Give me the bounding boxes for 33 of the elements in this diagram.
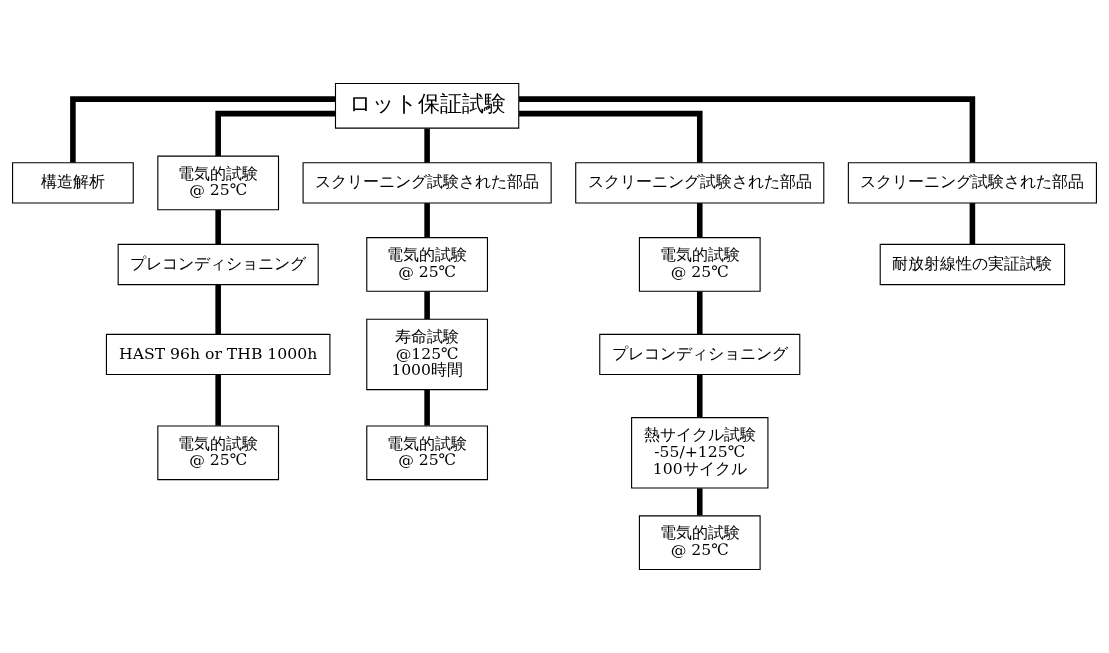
node-box: 熱サイクル試験 -55/+125℃ 100サイクル xyxy=(631,417,769,489)
node-box: 電気的試験 @ 25℃ xyxy=(638,515,761,571)
connector xyxy=(519,110,703,163)
connector xyxy=(424,128,430,163)
connector xyxy=(70,96,336,163)
node-box: スクリーニング試験された部品 xyxy=(847,162,1097,204)
connector xyxy=(424,203,430,238)
node-box: 電気的試験 @ 25℃ xyxy=(638,237,761,292)
node-box: 耐放射線性の実証試験 xyxy=(879,243,1066,286)
node-box: 電気的試験 @ 25℃ xyxy=(366,425,488,481)
node-box: スクリーニング試験された部品 xyxy=(302,162,552,204)
connector xyxy=(969,203,976,245)
node-box: プレコンディショニング xyxy=(117,243,319,286)
connector xyxy=(696,374,703,418)
node-box: 電気的試験 @ 25℃ xyxy=(157,425,280,481)
node-box: 電気的試験 @ 25℃ xyxy=(366,237,488,292)
node-box: HAST 96h or THB 1000h xyxy=(105,333,331,376)
node-box: 寿命試験 @125℃ 1000時間 xyxy=(366,318,488,391)
node-box: 構造解析 xyxy=(12,162,134,204)
connector xyxy=(424,389,430,426)
node-box: ロット保証試験 xyxy=(334,82,520,129)
connector xyxy=(215,284,221,335)
connector xyxy=(215,110,336,156)
node-box: 電気的試験 @ 25℃ xyxy=(157,155,280,211)
connector xyxy=(519,96,976,163)
connector xyxy=(696,203,703,238)
node-box: スクリーニング試験された部品 xyxy=(575,162,825,204)
node-box: プレコンディショニング xyxy=(599,333,801,376)
connector xyxy=(696,291,703,335)
connector xyxy=(215,374,221,426)
connector xyxy=(215,210,221,245)
connector xyxy=(424,291,430,320)
connector xyxy=(696,488,703,516)
